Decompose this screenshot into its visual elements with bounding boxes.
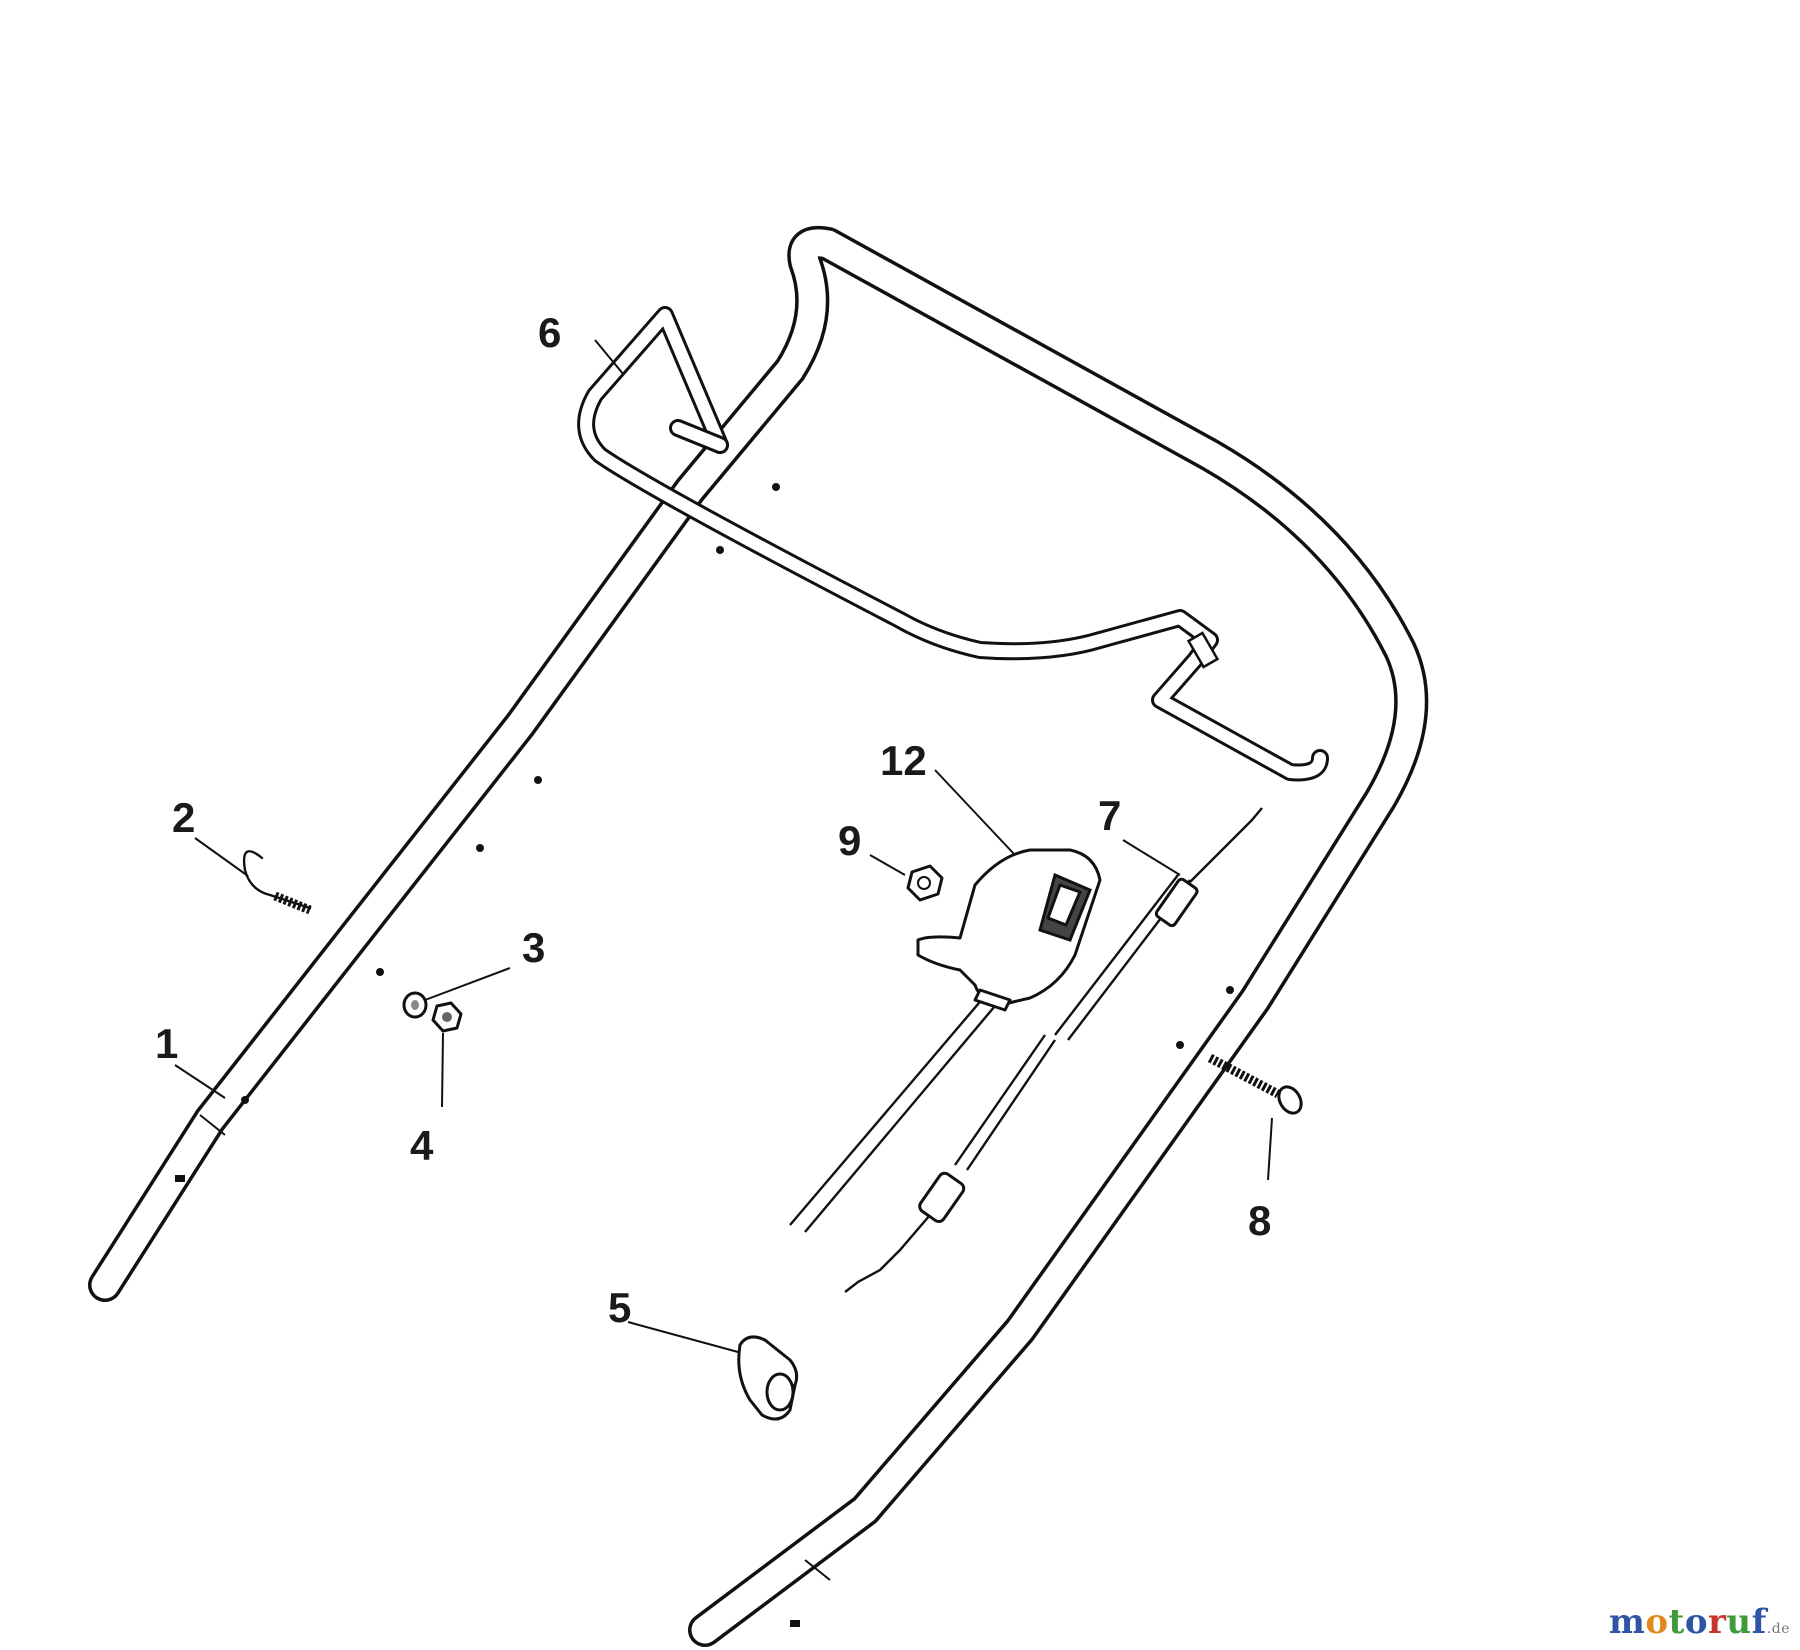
callout-1: 1 bbox=[155, 1020, 178, 1067]
tube-joint-left bbox=[199, 1114, 226, 1136]
handle-frame bbox=[88, 225, 1429, 1647]
tube-hole bbox=[241, 1096, 249, 1104]
watermark-suffix: .de bbox=[1766, 1621, 1790, 1637]
part-5-cable-clip bbox=[737, 1335, 799, 1421]
callout-3: 3 bbox=[522, 924, 545, 971]
tube-hole bbox=[534, 776, 542, 784]
tube-joint-right bbox=[804, 1559, 831, 1581]
watermark-letter: r bbox=[1708, 1602, 1727, 1642]
part-2-hook-bolt bbox=[242, 850, 312, 915]
tube-slot bbox=[790, 1620, 800, 1627]
watermark-letter: m bbox=[1608, 1602, 1646, 1642]
watermark-letter: o bbox=[1684, 1602, 1708, 1642]
tube-slot bbox=[175, 1175, 185, 1182]
callout-8: 8 bbox=[1248, 1197, 1271, 1244]
operator-bail bbox=[577, 306, 1329, 782]
tube-hole bbox=[1226, 986, 1234, 994]
control-cables bbox=[789, 874, 1191, 1233]
callout-4: 4 bbox=[410, 1122, 434, 1169]
tube-hole bbox=[1176, 1041, 1184, 1049]
callout-7: 7 bbox=[1098, 792, 1121, 839]
watermark-letter: o bbox=[1645, 1602, 1669, 1642]
watermark-letter: f bbox=[1751, 1602, 1767, 1642]
tube-hole bbox=[772, 483, 780, 491]
part-3-washer bbox=[402, 991, 428, 1019]
tube-hole bbox=[716, 546, 724, 554]
callout-6: 6 bbox=[538, 309, 561, 356]
watermark-logo: motoruf.de bbox=[1609, 1602, 1790, 1642]
part-7-cable bbox=[844, 807, 1263, 1293]
part-12-control-lever bbox=[916, 848, 1102, 1012]
tube-hole bbox=[376, 968, 384, 976]
callouts: 6 12 2 9 7 3 1 4 8 5 bbox=[155, 309, 1271, 1331]
bail-bracket bbox=[1186, 631, 1220, 669]
leader-lines bbox=[174, 339, 1273, 1353]
callout-9: 9 bbox=[838, 817, 861, 864]
callout-12: 12 bbox=[880, 737, 927, 784]
part-4-nut bbox=[431, 1001, 463, 1033]
callout-2: 2 bbox=[172, 794, 195, 841]
watermark-letter: u bbox=[1726, 1602, 1752, 1642]
part-9-nut bbox=[906, 864, 944, 902]
tube-hole bbox=[476, 844, 484, 852]
watermark-letters: motoruf bbox=[1609, 1602, 1767, 1642]
part-8-bolt bbox=[1207, 1054, 1303, 1115]
watermark-letter: t bbox=[1668, 1602, 1685, 1642]
callout-5: 5 bbox=[608, 1284, 631, 1331]
